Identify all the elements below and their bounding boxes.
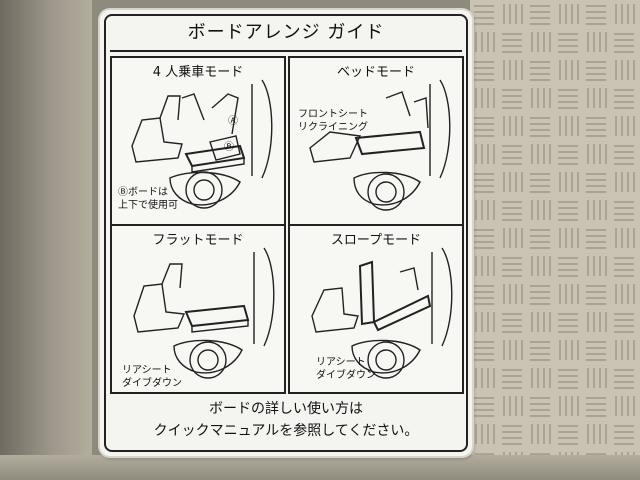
bed-mode-illustration xyxy=(309,79,451,211)
title-divider xyxy=(110,50,462,52)
flat-mode-illustration xyxy=(133,247,275,379)
instructions-text: ボードの詳しい使い方は クイックマニュアルを参照してください。 xyxy=(100,398,472,442)
note-line: リクライニング xyxy=(298,122,368,133)
note-line: 上下で使用可 xyxy=(118,200,178,211)
instruction-line: ボードの詳しい使い方は xyxy=(209,401,363,417)
note-line: ダイブダウン xyxy=(316,370,376,381)
panel-title: ベッドモード xyxy=(336,65,415,80)
panel-note: リアシート ダイブダウン xyxy=(316,356,376,382)
car-interior-left-surface xyxy=(0,0,92,480)
note-line: Ⓑボードは xyxy=(118,187,168,198)
note-line: フロントシート xyxy=(298,109,368,120)
panel-flat-mode: フラットモード リアシート ダイブダウン xyxy=(110,224,286,394)
label-frame xyxy=(104,14,468,452)
panel-note: フロントシート リクライニング xyxy=(298,108,368,134)
note-line: リアシート xyxy=(122,365,172,376)
textured-panel-surface xyxy=(470,0,640,480)
marker-b: Ⓑ xyxy=(224,141,234,153)
panel-slope-mode: スロープモード リアシート ダイブダウン xyxy=(288,224,464,394)
panel-title: スロープモード xyxy=(330,233,422,248)
panel-note: リアシート ダイブダウン xyxy=(122,364,182,390)
panel-title: 4 人乗車モード xyxy=(152,65,244,80)
panel-four-seat-mode: 4 人乗車モード Ⓐ Ⓑ Ⓑボードは 上下で使用可 xyxy=(110,56,286,226)
instruction-line: クイックマニュアルを参照してください。 xyxy=(153,423,419,439)
four-seat-mode-illustration: Ⓐ Ⓑ xyxy=(131,79,273,209)
panel-note: Ⓑボードは 上下で使用可 xyxy=(118,186,178,212)
board-arrange-guide-label: ボードアレンジ ガイド 4 人乗車モード Ⓐ Ⓑ Ⓑボードは xyxy=(100,10,472,456)
panel-bed-mode: ベッドモード フロントシート リクライニング xyxy=(288,56,464,226)
note-line: リアシート xyxy=(316,357,366,368)
panel-title: フラットモード xyxy=(152,233,244,248)
slope-mode-illustration xyxy=(311,247,453,379)
bottom-surface xyxy=(0,455,640,480)
label-title: ボードアレンジ ガイド xyxy=(187,22,385,43)
note-line: ダイブダウン xyxy=(122,378,182,389)
marker-a: Ⓐ xyxy=(228,115,238,127)
